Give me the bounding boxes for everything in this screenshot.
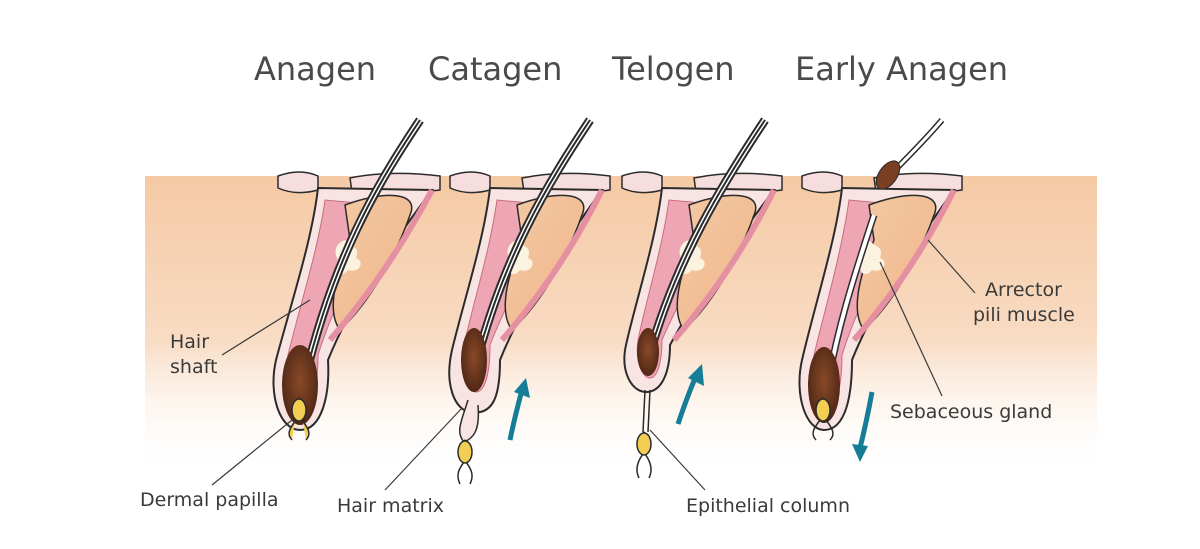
label-hair-shaft-line-2: shaft [170,356,218,378]
follicle-telogen [621,117,783,479]
label-sebaceous-gland: Sebaceous gland [890,401,1053,423]
label-arrector-line-1: Arrector [985,279,1062,301]
stage-title-anagen: Anagen [254,50,377,88]
arrow-down-icon [857,391,875,449]
leader-lines [211,239,976,491]
stage-title-catagen: Catagen [428,50,563,88]
label-hair-matrix: Hair matrix [337,495,444,517]
hair-bulb-anagen [282,345,318,425]
label-dermal-papilla: Dermal papilla [140,489,279,511]
label-hair-shaft-line-1: Hair [170,331,210,353]
follicle-catagen [448,117,611,485]
epithelial-column-telogen [642,389,651,433]
follicle-anagen [272,117,441,441]
label-arrector-pili-muscle: Arrector pili muscle [973,278,1075,328]
follicle-early-anagen [798,118,963,462]
label-epithelial-column: Epithelial column [686,495,850,517]
label-arrector-line-2: pili muscle [973,304,1075,326]
stage-title-early-anagen: Early Anagen [795,50,1009,88]
arrector-pili-muscle [851,188,957,342]
epidermis-ridge [277,171,319,194]
label-hair-shaft: Hair shaft [170,330,217,380]
stage-title-telogen: Telogen [612,50,735,88]
